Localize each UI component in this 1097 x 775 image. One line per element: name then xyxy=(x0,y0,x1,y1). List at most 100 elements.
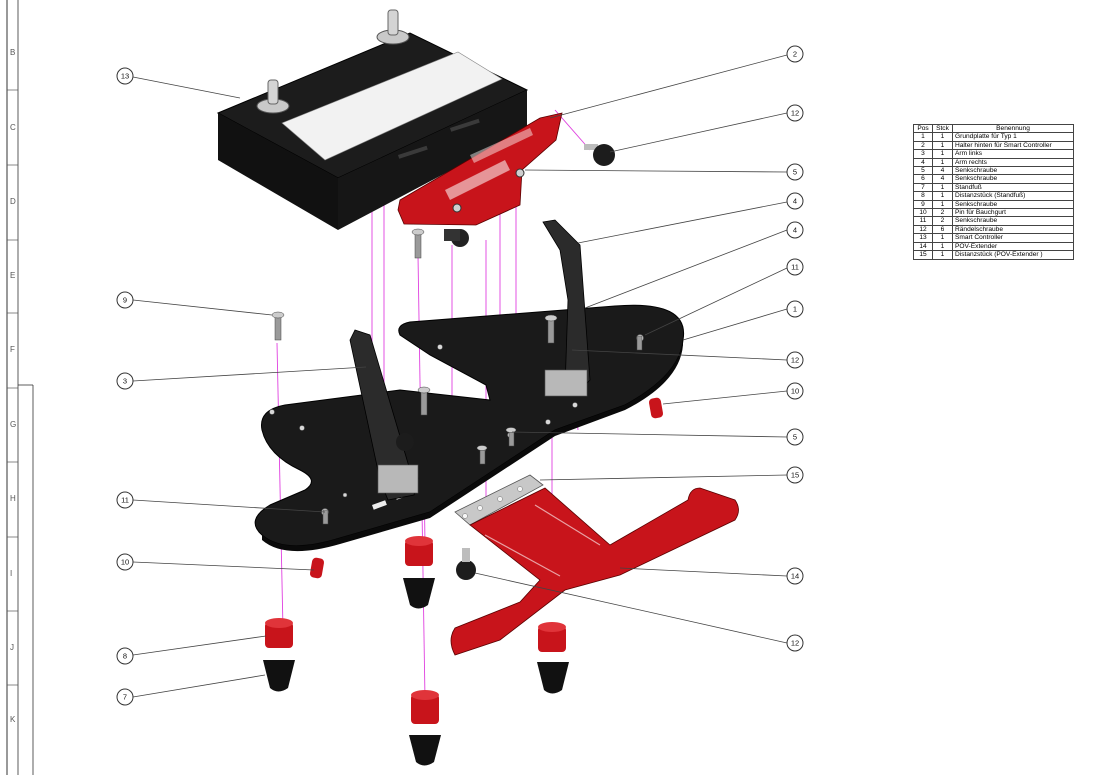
callout-10: 10 xyxy=(786,382,804,400)
svg-text:5: 5 xyxy=(793,168,797,177)
bom-cell-name: Pin für Bauchgurt xyxy=(952,208,1074,218)
bom-cell-pos: 11 xyxy=(913,216,933,226)
bom-cell-qty: 2 xyxy=(932,208,953,218)
svg-text:11: 11 xyxy=(121,496,129,505)
bom-cell-name: Senkschraube xyxy=(952,216,1074,226)
callout-15: 15 xyxy=(786,466,804,484)
row-label-g: G xyxy=(10,420,16,429)
arm-left-part-3 xyxy=(349,329,419,501)
svg-text:9: 9 xyxy=(123,296,127,305)
callout-1: 1 xyxy=(786,300,804,318)
arm-right-part-4 xyxy=(542,219,591,397)
row-label-j: J xyxy=(10,643,14,652)
bom-cell-pos: 13 xyxy=(913,233,933,243)
bom-cell-pos: 15 xyxy=(913,250,933,260)
callout-4: 4 xyxy=(786,192,804,210)
bom-cell-name: Senkschraube xyxy=(952,174,1074,184)
spacer-part-15 xyxy=(454,474,544,526)
bom-cell-pos: 12 xyxy=(913,224,933,235)
svg-text:12: 12 xyxy=(791,639,799,648)
sheet-frame: B C D E F G H I J K xyxy=(6,0,34,775)
bom-cell-pos: 9 xyxy=(913,199,933,210)
svg-text:10: 10 xyxy=(791,387,799,396)
callout-5: 5 xyxy=(786,163,804,181)
row-label-e: E xyxy=(10,271,15,280)
svg-text:12: 12 xyxy=(791,356,799,365)
svg-text:5: 5 xyxy=(793,433,797,442)
bom-cell-name: Senkschraube xyxy=(952,166,1074,176)
svg-text:15: 15 xyxy=(791,471,799,480)
bom-cell-name: Senkschraube xyxy=(952,199,1074,210)
bom-cell-name: Arm rechts xyxy=(952,157,1074,168)
bom-cell-name: Distanzstück (POV-Extender ) xyxy=(952,250,1074,260)
row-label-b: B xyxy=(10,48,15,57)
callout-5: 5 xyxy=(786,428,804,446)
bom-cell-pos: 2 xyxy=(913,140,933,151)
bom-cell-name: POV-Extender xyxy=(952,241,1074,252)
callout-14: 14 xyxy=(786,567,804,585)
row-label-h: H xyxy=(10,494,16,503)
bom-cell-qty: 4 xyxy=(932,166,953,176)
svg-text:14: 14 xyxy=(791,572,799,581)
callout-12: 12 xyxy=(786,104,804,122)
svg-text:8: 8 xyxy=(123,652,127,661)
countersunk-screws xyxy=(271,228,643,525)
bom-cell-pos: 14 xyxy=(913,241,933,252)
callout-2: 2 xyxy=(786,45,804,63)
svg-text:2: 2 xyxy=(793,50,797,59)
bom-cell-qty: 1 xyxy=(932,132,953,142)
bom-cell-pos: 5 xyxy=(913,166,933,176)
callout-13: 13 xyxy=(116,67,134,85)
callout-12: 12 xyxy=(786,634,804,652)
bom-cell-name: Standfuß xyxy=(952,182,1074,193)
bom-cell-name: Rändelschraube xyxy=(952,224,1074,235)
row-label-k: K xyxy=(10,715,16,724)
callout-10: 10 xyxy=(116,553,134,571)
svg-text:12: 12 xyxy=(791,109,799,118)
svg-text:1: 1 xyxy=(793,305,797,314)
svg-text:10: 10 xyxy=(121,558,129,567)
callout-3: 3 xyxy=(116,372,134,390)
svg-text:4: 4 xyxy=(793,197,797,206)
row-label-i: I xyxy=(10,569,12,578)
bom-cell-name: Arm links xyxy=(952,149,1074,159)
svg-text:7: 7 xyxy=(123,693,127,702)
bom-cell-name: Halter hinten für Smart Controller xyxy=(952,140,1074,151)
row-label-f: F xyxy=(10,345,15,354)
bom-cell-pos: 7 xyxy=(913,182,933,193)
bom-header-name: Benennung xyxy=(952,123,1074,134)
bom-header-qty: Stck xyxy=(932,123,953,134)
foot-part-7 xyxy=(263,578,569,766)
bom-header-pos: Pos xyxy=(913,123,933,134)
bom-cell-qty: 1 xyxy=(932,140,953,151)
bom-cell-pos: 6 xyxy=(913,174,933,184)
callout-11: 11 xyxy=(786,258,804,276)
callout-4: 4 xyxy=(786,221,804,239)
bom-cell-name: Smart Controller xyxy=(952,233,1074,243)
svg-text:13: 13 xyxy=(121,72,129,81)
bom-cell-qty: 2 xyxy=(932,216,953,226)
foot-spacer-part-8 xyxy=(265,536,566,724)
bom-cell-pos: 4 xyxy=(913,157,933,168)
bom-cell-name: Distanzstück (Standfuß) xyxy=(952,191,1074,201)
svg-text:3: 3 xyxy=(123,377,127,386)
bom-cell-qty: 1 xyxy=(932,191,953,201)
bom-header-row: Pos Stck Benennung xyxy=(913,123,1074,134)
bom-cell-qty: 1 xyxy=(932,250,953,260)
rear-holder-part-2 xyxy=(397,112,563,247)
bom-cell-qty: 6 xyxy=(932,224,953,235)
belt-pin-part-10 xyxy=(309,397,664,579)
bom-cell-qty: 1 xyxy=(932,149,953,159)
bom-cell-qty: 1 xyxy=(932,241,953,252)
smart-controller-part-13 xyxy=(216,9,529,230)
bom-cell-pos: 1 xyxy=(913,132,933,142)
